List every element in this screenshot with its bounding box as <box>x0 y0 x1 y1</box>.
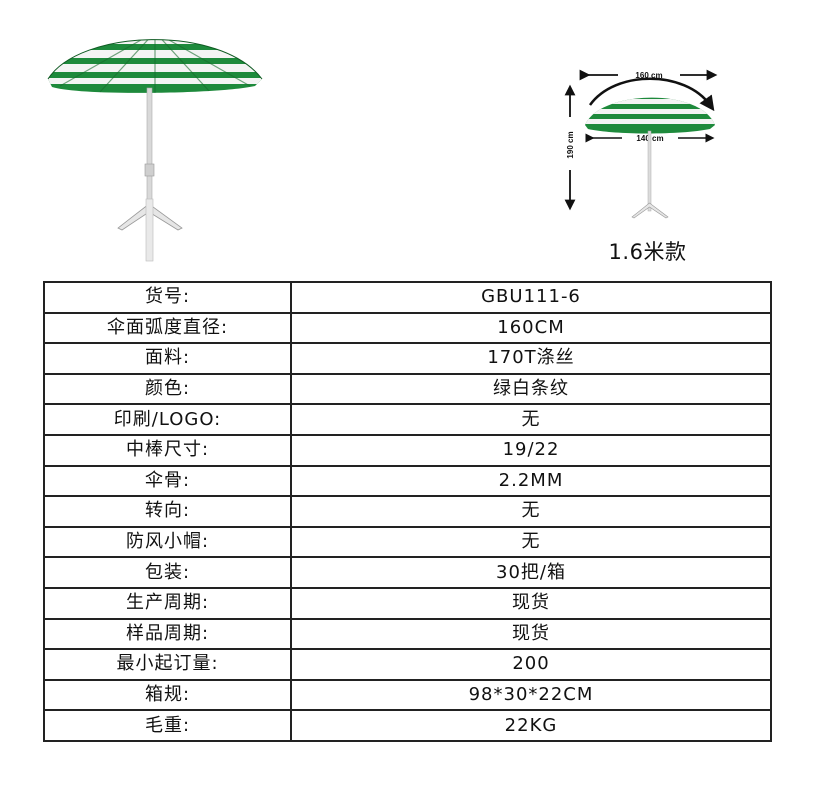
umbrella-photo-large <box>47 39 263 262</box>
spec-key: 印刷/LOGO: <box>43 403 292 436</box>
umbrella-dimension-diagram: 160 cm 140 cm 190 cm <box>564 69 718 219</box>
spec-value: 无 <box>290 525 772 559</box>
spec-key: 包装: <box>43 556 292 589</box>
spec-key: 伞骨: <box>43 464 292 498</box>
spec-value: 170T涤丝 <box>290 342 772 375</box>
spec-key: 颜色: <box>43 372 292 406</box>
spec-key: 箱规: <box>43 678 292 712</box>
spec-key: 生产周期: <box>43 586 292 620</box>
spec-key: 面料: <box>43 342 292 375</box>
table-row: 样品周期:现货 <box>43 617 772 651</box>
table-row: 面料:170T涤丝 <box>43 342 772 375</box>
spec-value: 绿白条纹 <box>290 372 772 406</box>
table-row: 伞面弧度直径:160CM <box>43 311 772 345</box>
spec-value: 160CM <box>290 311 772 345</box>
spec-value: 无 <box>290 403 772 436</box>
table-row: 最小起订量:200 <box>43 648 772 681</box>
table-row: 转向:无 <box>43 495 772 528</box>
table-row: 防风小帽:无 <box>43 525 772 559</box>
table-row: 货号:GBU111-6 <box>43 281 772 314</box>
spec-value: GBU111-6 <box>290 281 772 314</box>
table-row: 颜色:绿白条纹 <box>43 372 772 406</box>
spec-value: 无 <box>290 495 772 528</box>
table-row: 毛重:22KG <box>43 709 772 742</box>
table-row: 箱规:98*30*22CM <box>43 678 772 712</box>
spec-value: 200 <box>290 648 772 681</box>
dim-top-label: 160 cm <box>635 71 662 80</box>
spec-value: 98*30*22CM <box>290 678 772 712</box>
spec-key: 防风小帽: <box>43 525 292 559</box>
spec-key: 转向: <box>43 495 292 528</box>
table-row: 中棒尺寸:19/22 <box>43 433 772 467</box>
spec-value: 19/22 <box>290 433 772 467</box>
spec-key: 最小起订量: <box>43 648 292 681</box>
spec-key: 样品周期: <box>43 617 292 651</box>
spec-key: 货号: <box>43 281 292 314</box>
spec-value: 现货 <box>290 617 772 651</box>
spec-value: 30把/箱 <box>290 556 772 589</box>
spec-value: 22KG <box>290 709 772 742</box>
spec-key: 毛重: <box>43 709 292 742</box>
spec-value: 现货 <box>290 586 772 620</box>
table-row: 伞骨:2.2MM <box>43 464 772 498</box>
model-label: 1.6米款 <box>608 240 687 264</box>
dim-height-label: 190 cm <box>566 131 575 158</box>
table-row: 印刷/LOGO:无 <box>43 403 772 436</box>
table-row: 生产周期:现货 <box>43 586 772 620</box>
table-row: 包装:30把/箱 <box>43 556 772 589</box>
spec-key: 伞面弧度直径: <box>43 311 292 345</box>
spec-value: 2.2MM <box>290 464 772 498</box>
spec-key: 中棒尺寸: <box>43 433 292 467</box>
